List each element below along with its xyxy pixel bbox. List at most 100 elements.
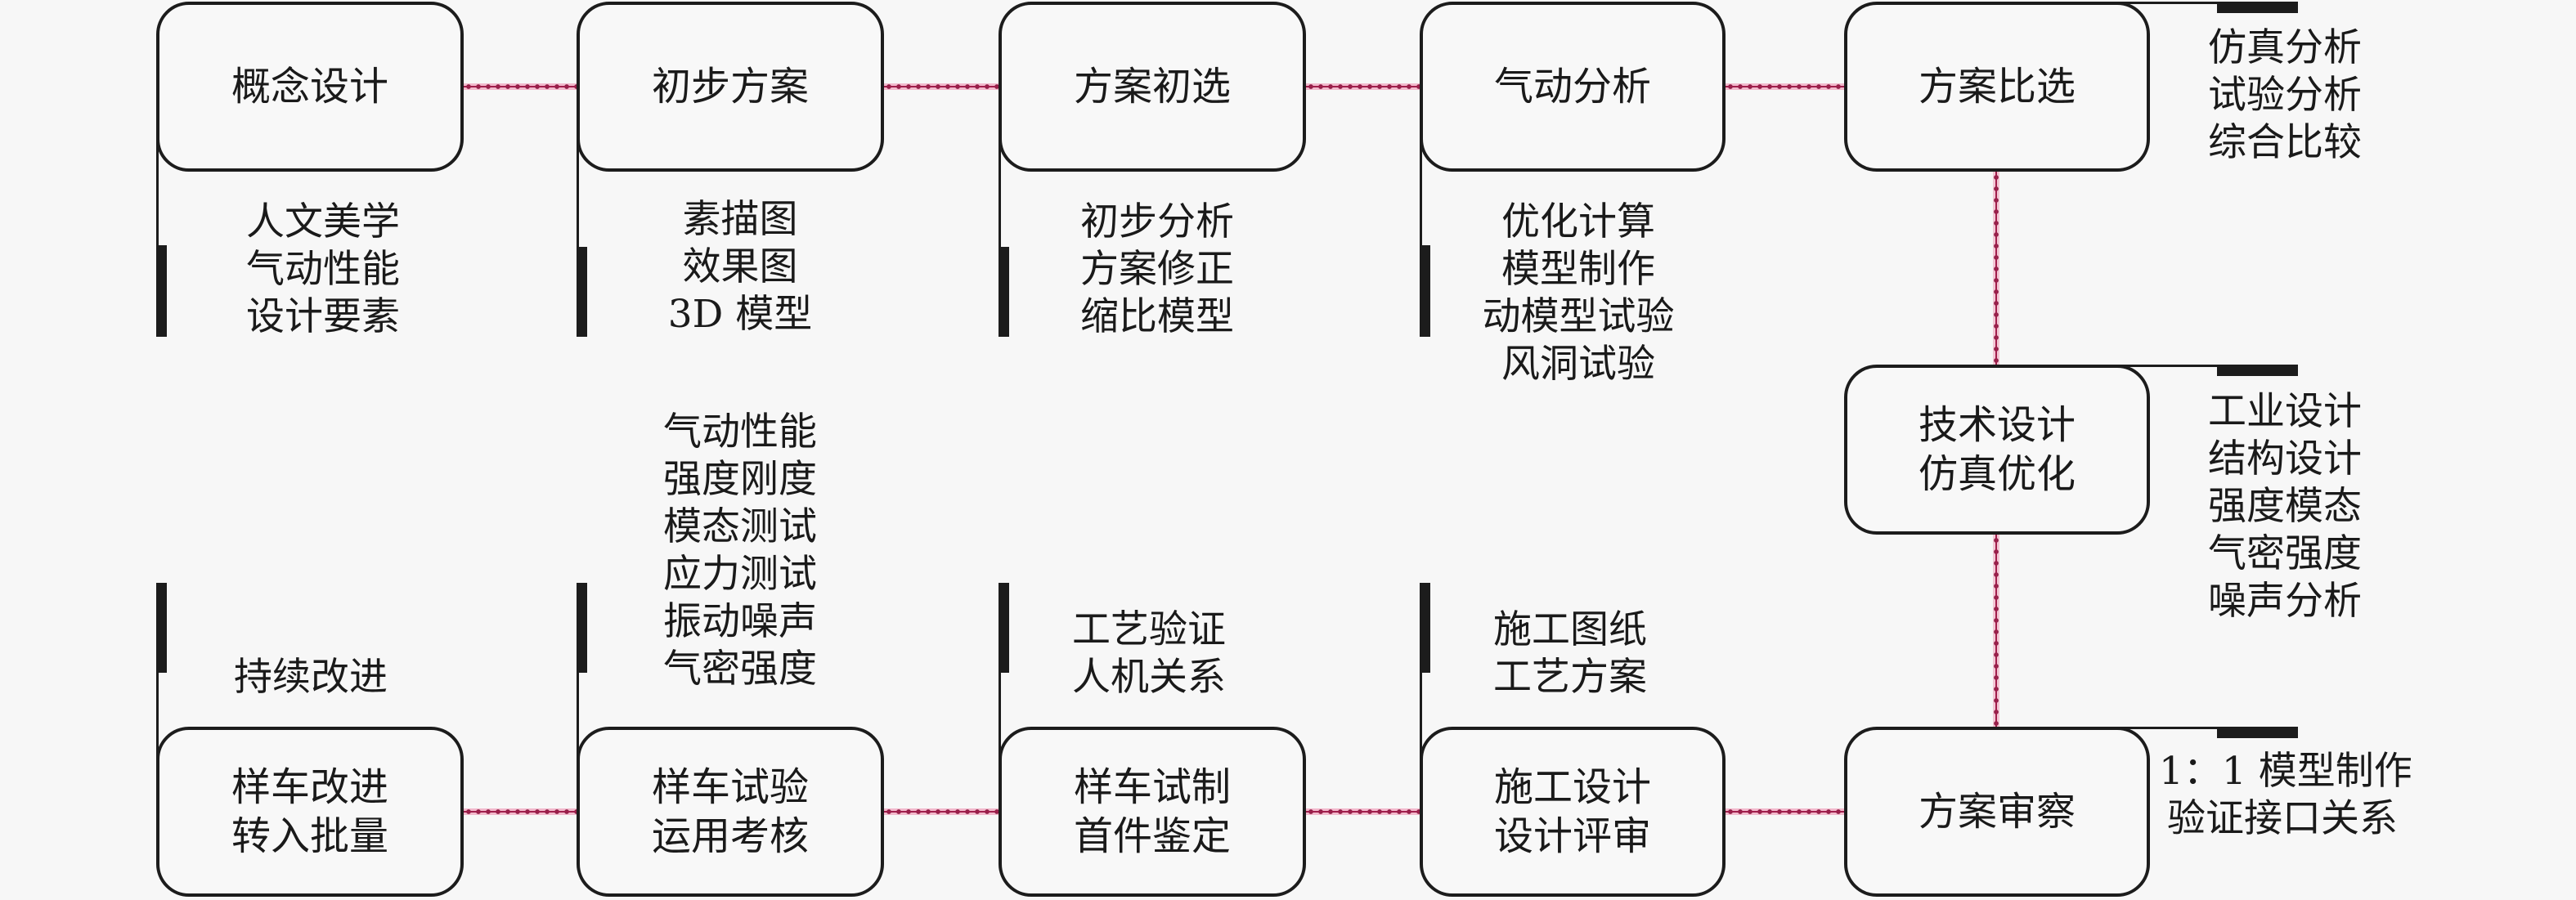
bracket-line — [156, 123, 159, 337]
note-line: 噪声分析 — [2208, 579, 2362, 624]
note-line: 设计要素 — [246, 294, 400, 339]
bracket-line — [1420, 583, 1422, 771]
box-concept-design: 概念设计 — [156, 2, 464, 172]
box-aero-analysis: 气动分析 — [1420, 2, 1726, 172]
bracket-bar — [577, 247, 587, 337]
note-concept-design: 人文美学 气动性能 设计要素 — [188, 199, 458, 341]
bracket-line — [156, 583, 159, 771]
box-label: 样车试制 — [1073, 764, 1231, 810]
bracket-bar — [1420, 583, 1430, 673]
note-line: 风洞试验 — [1501, 342, 1655, 387]
box-label: 方案审察 — [1918, 789, 2076, 835]
connector-3-4 — [1306, 83, 1420, 90]
note-line: 人机关系 — [1072, 655, 1226, 700]
bracket-bar — [156, 245, 167, 337]
note-sample-improvement: 持续改进 — [188, 654, 433, 701]
box-label: 概念设计 — [231, 64, 388, 110]
note-line: 气动性能 — [246, 247, 400, 292]
note-line: 振动噪声 — [663, 599, 817, 644]
box-label: 样车试验 — [651, 764, 809, 810]
bracket-bar — [2217, 727, 2298, 738]
note-line: 模型制作 — [1501, 247, 1655, 292]
box-label: 运用考核 — [651, 813, 809, 859]
connector-5-tech — [1993, 172, 1999, 365]
box-initial-selection: 方案初选 — [999, 2, 1306, 172]
box-label: 初步方案 — [651, 64, 809, 110]
note-line: 气动性能 — [663, 410, 817, 454]
box-label: 施工设计 — [1493, 764, 1651, 810]
note-line: 方案修正 — [1080, 247, 1234, 292]
box-label: 设计评审 — [1493, 813, 1651, 859]
connector-4-5 — [1726, 83, 1844, 90]
note-line: 工艺验证 — [1072, 607, 1226, 652]
box-sample-test: 样车试验 运用考核 — [577, 727, 884, 897]
bracket-line — [2110, 727, 2298, 729]
box-label: 首件鉴定 — [1073, 813, 1231, 859]
connector-1-2 — [464, 83, 577, 90]
note-line: 施工图纸 — [1493, 607, 1647, 652]
bracket-bar — [577, 583, 587, 673]
box-label: 样车改进 — [231, 764, 388, 810]
bracket-bar — [2217, 2, 2298, 13]
bracket-line — [577, 583, 579, 771]
connector-b1-b2 — [464, 808, 577, 815]
note-line: 强度模态 — [2208, 484, 2362, 529]
box-label: 方案初选 — [1073, 64, 1231, 110]
note-line: 应力测试 — [663, 552, 817, 597]
note-line: 综合比较 — [2208, 120, 2362, 165]
box-preliminary-scheme: 初步方案 — [577, 2, 884, 172]
connector-b2-b3 — [884, 808, 999, 815]
note-construction-design: 施工图纸 工艺方案 — [1439, 607, 1701, 701]
note-scheme-comparison: 仿真分析 试验分析 综合比较 — [2208, 25, 2362, 167]
box-label: 气动分析 — [1493, 64, 1651, 110]
box-technical-design: 技术设计 仿真优化 — [1844, 365, 2150, 535]
bracket-bar — [999, 583, 1009, 673]
note-line: 模态测试 — [663, 504, 817, 549]
bracket-line — [2110, 365, 2298, 367]
box-scheme-comparison: 方案比选 — [1844, 2, 2150, 172]
note-sample-trial-production: 工艺验证 人机关系 — [1018, 607, 1280, 701]
note-line: 持续改进 — [234, 655, 388, 700]
connector-2-3 — [884, 83, 999, 90]
note-technical-design: 工业设计 结构设计 强度模态 气密强度 噪声分析 — [2208, 388, 2362, 625]
bracket-bar — [999, 247, 1009, 337]
connector-tech-review — [1993, 535, 1999, 727]
note-line: 动模型试验 — [1482, 294, 1675, 339]
connector-b3-b4 — [1306, 808, 1420, 815]
box-sample-trial-production: 样车试制 首件鉴定 — [999, 727, 1306, 897]
note-initial-selection: 初步分析 方案修正 缩比模型 — [1018, 199, 1296, 341]
box-label: 技术设计 — [1918, 402, 2076, 448]
bracket-line — [999, 583, 1001, 771]
note-line: 仿真分析 — [2208, 25, 2362, 70]
bracket-line — [999, 123, 1001, 337]
bracket-bar — [2217, 365, 2298, 376]
note-aero-analysis: 优化计算 模型制作 动模型试验 风洞试验 — [1439, 199, 1717, 388]
box-scheme-review: 方案审察 — [1844, 727, 2150, 897]
note-line: 工艺方案 — [1493, 655, 1647, 700]
note-sample-test: 气动性能 强度刚度 模态测试 应力测试 振动噪声 气密强度 — [605, 409, 875, 693]
bracket-line — [1420, 123, 1422, 337]
note-line: 优化计算 — [1501, 199, 1655, 244]
note-line: 工业设计 — [2208, 389, 2362, 434]
note-line: 气密强度 — [663, 647, 817, 692]
note-line: 强度刚度 — [663, 457, 817, 502]
bracket-line — [577, 123, 579, 337]
box-label: 方案比选 — [1918, 64, 2076, 110]
note-line: 人文美学 — [246, 199, 400, 244]
note-scheme-review: 1：1 模型制作 验证接口关系 — [2159, 748, 2412, 843]
note-line: 3D 模型 — [667, 292, 813, 337]
note-line: 素描图 — [682, 197, 798, 242]
bracket-line — [2110, 2, 2298, 4]
box-label: 仿真优化 — [1918, 451, 2076, 497]
note-line: 初步分析 — [1080, 199, 1234, 244]
note-line: 1：1 模型制作 — [2159, 749, 2412, 794]
bracket-bar — [1420, 245, 1430, 337]
box-label: 转入批量 — [231, 813, 388, 859]
note-line: 结构设计 — [2208, 437, 2362, 481]
note-line: 验证接口关系 — [2167, 796, 2398, 841]
note-line: 气密强度 — [2208, 531, 2362, 576]
note-line: 试验分析 — [2208, 73, 2362, 118]
bracket-bar — [156, 583, 167, 673]
box-construction-design: 施工设计 设计评审 — [1420, 727, 1726, 897]
note-preliminary-scheme: 素描图 效果图 3D 模型 — [605, 196, 875, 338]
